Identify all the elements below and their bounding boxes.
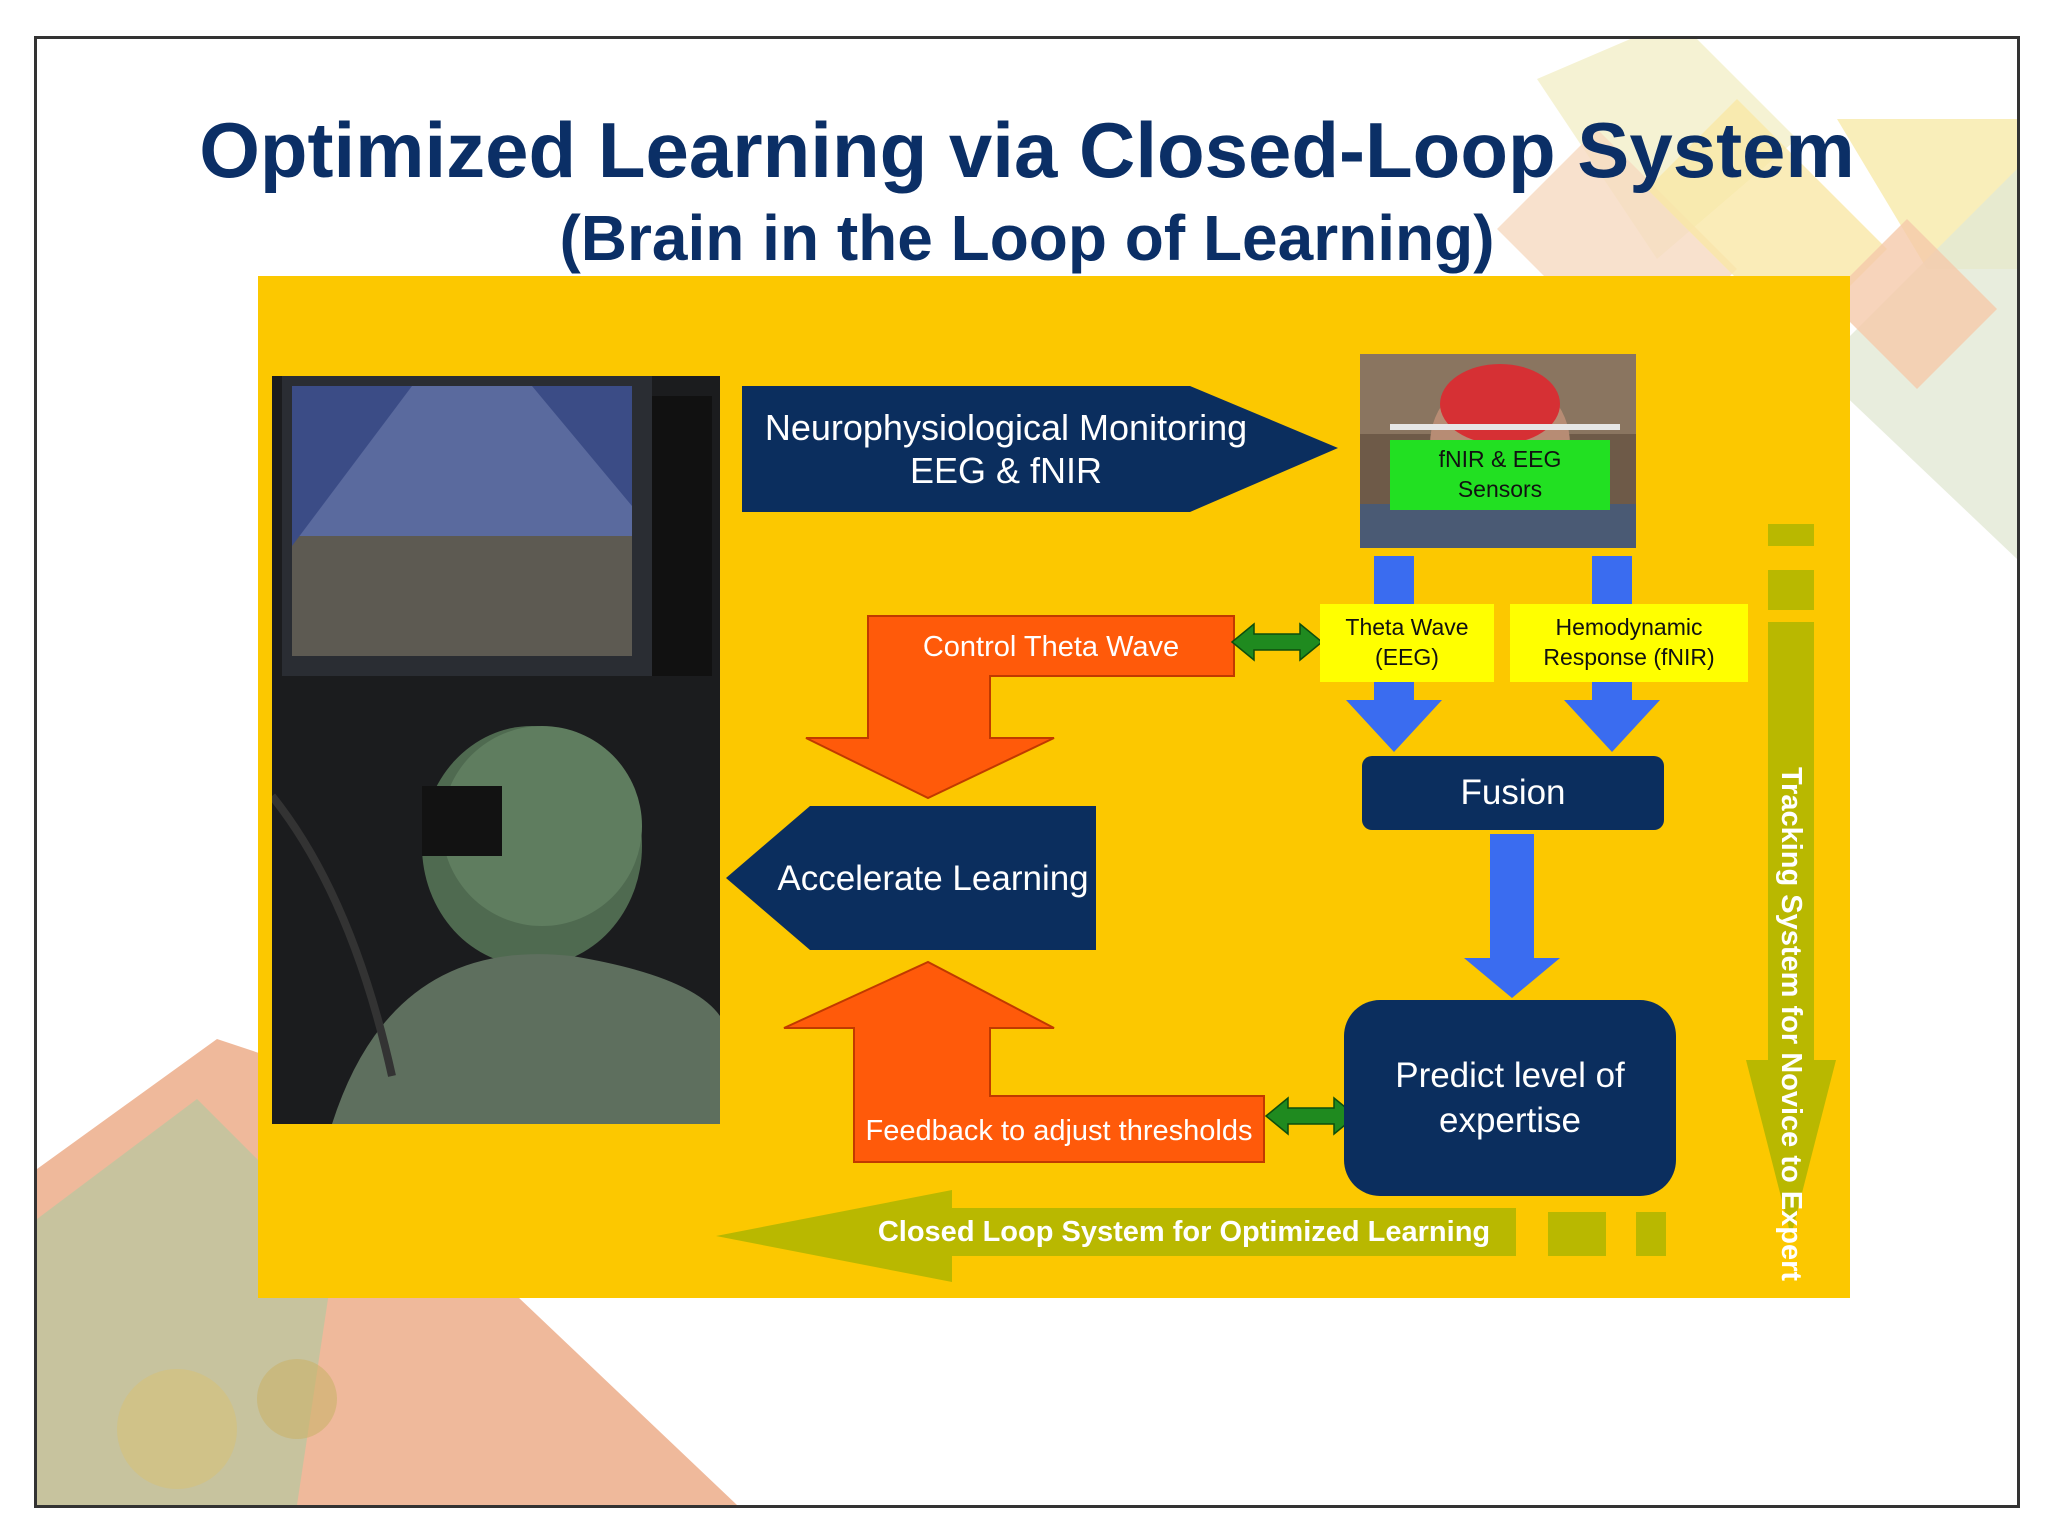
tracking-dash xyxy=(1768,570,1814,610)
fusion-box: Fusion xyxy=(1362,756,1664,830)
accelerate-label: Accelerate Learning xyxy=(777,859,1089,898)
feedback-arrow-shape xyxy=(783,960,1265,1163)
tracking-label: Tracking System for Novice to Expert xyxy=(1775,766,1808,1282)
predict-box: Predict level of expertise xyxy=(1344,1000,1676,1196)
closed-loop-label: Closed Loop System for Optimized Learnin… xyxy=(877,1215,1491,1248)
feedback-label: Feedback to adjust thresholds xyxy=(865,1114,1253,1147)
monitoring-label: Neurophysiological Monitoring EEG & fNIR xyxy=(764,406,1248,491)
double-arrow-icon xyxy=(1264,1096,1358,1136)
closed-loop-dash xyxy=(1636,1212,1666,1256)
accelerate-arrow-shape xyxy=(726,806,1096,950)
control-theta-arrow-shape xyxy=(805,615,1235,800)
sensors-label: fNIR & EEG Sensors xyxy=(1390,440,1610,510)
double-arrow-icon xyxy=(1230,622,1324,662)
slide-title: Optimized Learning via Closed-Loop Syste… xyxy=(199,106,1855,194)
tracking-arrow-shape xyxy=(1746,622,1836,1236)
control-theta-label: Control Theta Wave xyxy=(922,630,1180,663)
closed-loop-dash xyxy=(1548,1212,1606,1256)
hemodynamic-label: Hemodynamic Response (fNIR) xyxy=(1510,604,1748,682)
slide-subtitle: (Brain in the Loop of Learning) xyxy=(559,202,1495,274)
theta-wave-label: Theta Wave (EEG) xyxy=(1320,604,1494,682)
down-arrow-icon xyxy=(1464,834,1560,998)
tracking-dash xyxy=(1768,524,1814,546)
closed-loop-arrow-shape xyxy=(716,1190,1516,1282)
cockpit-photo xyxy=(272,376,720,1124)
monitoring-arrow-shape xyxy=(742,386,1338,512)
